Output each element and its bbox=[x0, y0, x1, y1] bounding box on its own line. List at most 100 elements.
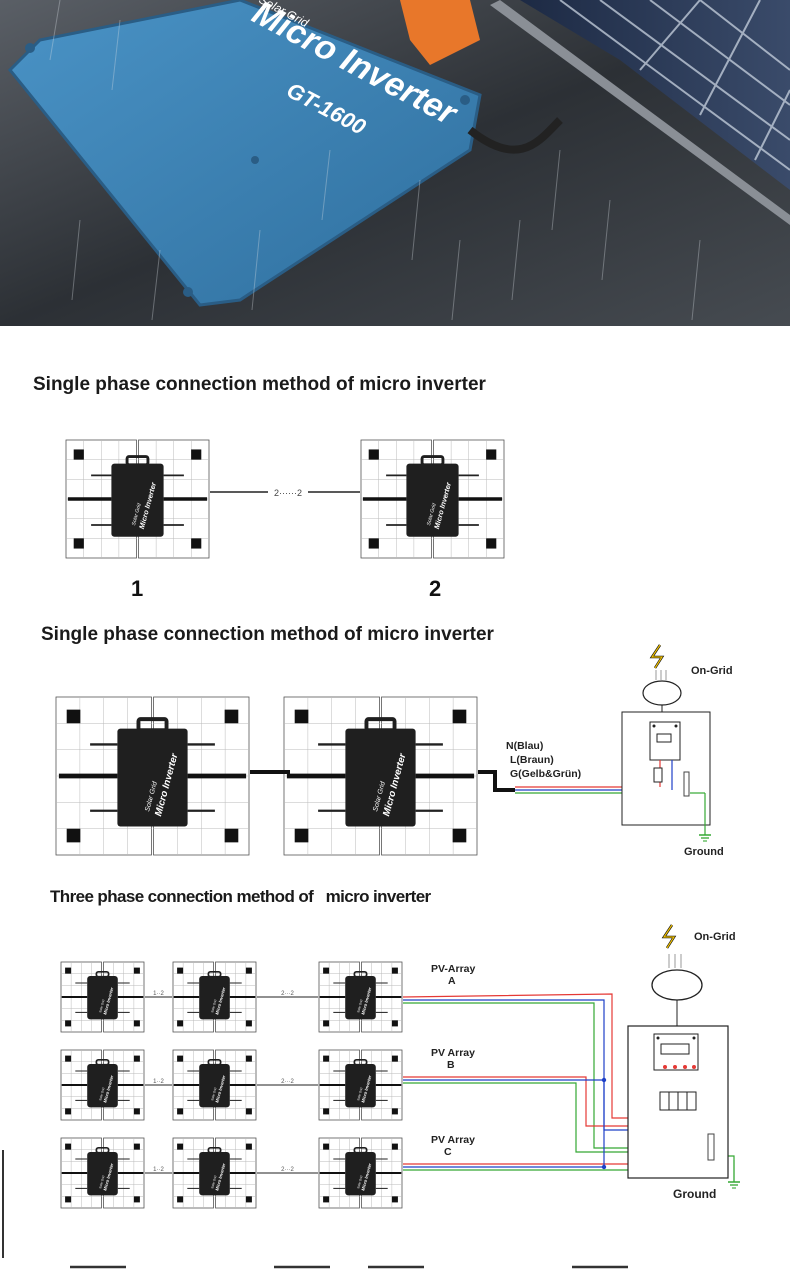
junction-box bbox=[452, 709, 467, 724]
mounting-bracket bbox=[400, 0, 480, 65]
junction-box bbox=[177, 967, 184, 974]
junction-box bbox=[323, 1143, 330, 1150]
array-label-1: PV-Array bbox=[431, 963, 476, 975]
hero-photo: Micro Inverter GT-1600 Solar Grid bbox=[0, 0, 790, 326]
junction-box bbox=[177, 1108, 184, 1115]
hero-illustration: Micro Inverter GT-1600 Solar Grid bbox=[0, 0, 790, 326]
junction-box bbox=[323, 1196, 330, 1203]
junction-box bbox=[486, 449, 497, 460]
junction-box bbox=[191, 538, 202, 549]
inverter-brand-text: Solar Grid bbox=[98, 999, 105, 1013]
s2-grid-cabinet: On-Grid Ground bbox=[621, 644, 733, 858]
junction-box bbox=[65, 1143, 72, 1150]
inverter-brand-text: Solar Grid bbox=[210, 1087, 217, 1101]
s1-link-label: 2······2 bbox=[274, 488, 302, 498]
unit-number-1: 1 bbox=[131, 576, 144, 601]
s3-on-grid-label: On-Grid bbox=[694, 931, 736, 943]
link-label: 1··2 bbox=[153, 991, 164, 997]
junction-box bbox=[65, 1196, 72, 1203]
junction-box bbox=[133, 1020, 140, 1027]
micro-inverter-icon bbox=[199, 1064, 230, 1108]
junction-box bbox=[391, 1196, 398, 1203]
junction-box bbox=[323, 1108, 330, 1115]
junction-box bbox=[452, 828, 467, 843]
micro-inverter-icon bbox=[87, 1064, 118, 1108]
junction-box bbox=[224, 709, 239, 724]
section3-title: Three phase connection method of micro i… bbox=[50, 887, 431, 906]
link-label: 1··2 bbox=[153, 1079, 164, 1085]
solar-panel-photo bbox=[490, 0, 790, 225]
ground-bar bbox=[683, 771, 690, 797]
s2-ground-label: Ground bbox=[684, 846, 724, 858]
junction-box bbox=[177, 1055, 184, 1062]
junction-box bbox=[133, 1196, 140, 1203]
junction-box bbox=[73, 449, 84, 460]
micro-inverter-icon bbox=[87, 1152, 118, 1196]
inverter-brand-text: Solar Grid bbox=[356, 1087, 363, 1101]
junction-box bbox=[65, 1055, 72, 1062]
link-label: 2···2 bbox=[281, 991, 294, 997]
inverter-brand-text: Solar Grid bbox=[210, 1175, 217, 1189]
section2-title: Single phase connection method of micro … bbox=[41, 624, 494, 645]
inverter-brand-text: Solar Grid bbox=[356, 1175, 363, 1189]
junction-box bbox=[245, 1055, 252, 1062]
junction-box bbox=[245, 1196, 252, 1203]
array-label-2: PV Array bbox=[431, 1047, 475, 1059]
junction-box bbox=[245, 1020, 252, 1027]
s2-on-grid-label: On-Grid bbox=[691, 665, 733, 677]
micro-inverter-icon bbox=[111, 463, 164, 537]
micro-inverter-icon bbox=[87, 976, 118, 1020]
array-letter-2: B bbox=[447, 1059, 455, 1071]
link-label: 1··2 bbox=[153, 1167, 164, 1173]
micro-inverter-icon bbox=[406, 463, 459, 537]
junction-box bbox=[245, 1143, 252, 1150]
micro-inverter-icon bbox=[117, 728, 188, 827]
micro-inverter-icon bbox=[199, 976, 230, 1020]
link-label: 2···2 bbox=[281, 1079, 294, 1085]
inverter-brand-text: Solar Grid bbox=[98, 1087, 105, 1101]
unit-number-2: 2 bbox=[429, 576, 442, 601]
inverter-brand-text: Solar Grid bbox=[356, 999, 363, 1013]
junction-box bbox=[224, 828, 239, 843]
wire-label-l: L(Braun) bbox=[510, 754, 554, 766]
micro-inverter-icon bbox=[199, 1152, 230, 1196]
bottom-edge-marks bbox=[2, 1150, 628, 1269]
junction-box bbox=[177, 1143, 184, 1150]
junction-box bbox=[245, 1108, 252, 1115]
micro-inverter-icon bbox=[345, 728, 416, 827]
array-letter-3: C bbox=[444, 1146, 452, 1158]
junction-box bbox=[323, 1020, 330, 1027]
junction-box bbox=[73, 538, 84, 549]
junction-box bbox=[65, 967, 72, 974]
inverter-brand-text: Solar Grid bbox=[98, 1175, 105, 1189]
micro-inverter-icon bbox=[345, 1152, 376, 1196]
micro-inverter-icon bbox=[345, 976, 376, 1020]
grid-meter-icon bbox=[651, 969, 703, 1001]
junction-box bbox=[177, 1196, 184, 1203]
ground-bar bbox=[707, 1133, 715, 1161]
junction-box bbox=[66, 709, 81, 724]
s2-output-cable bbox=[478, 770, 515, 792]
wire-label-n: N(Blau) bbox=[506, 740, 543, 752]
junction-box bbox=[391, 967, 398, 974]
junction-box bbox=[133, 1143, 140, 1150]
junction-box bbox=[323, 967, 330, 974]
junction-box bbox=[391, 1108, 398, 1115]
junction-box bbox=[177, 1020, 184, 1027]
junction-box bbox=[66, 828, 81, 843]
junction-box bbox=[133, 1055, 140, 1062]
junction-box bbox=[294, 828, 309, 843]
